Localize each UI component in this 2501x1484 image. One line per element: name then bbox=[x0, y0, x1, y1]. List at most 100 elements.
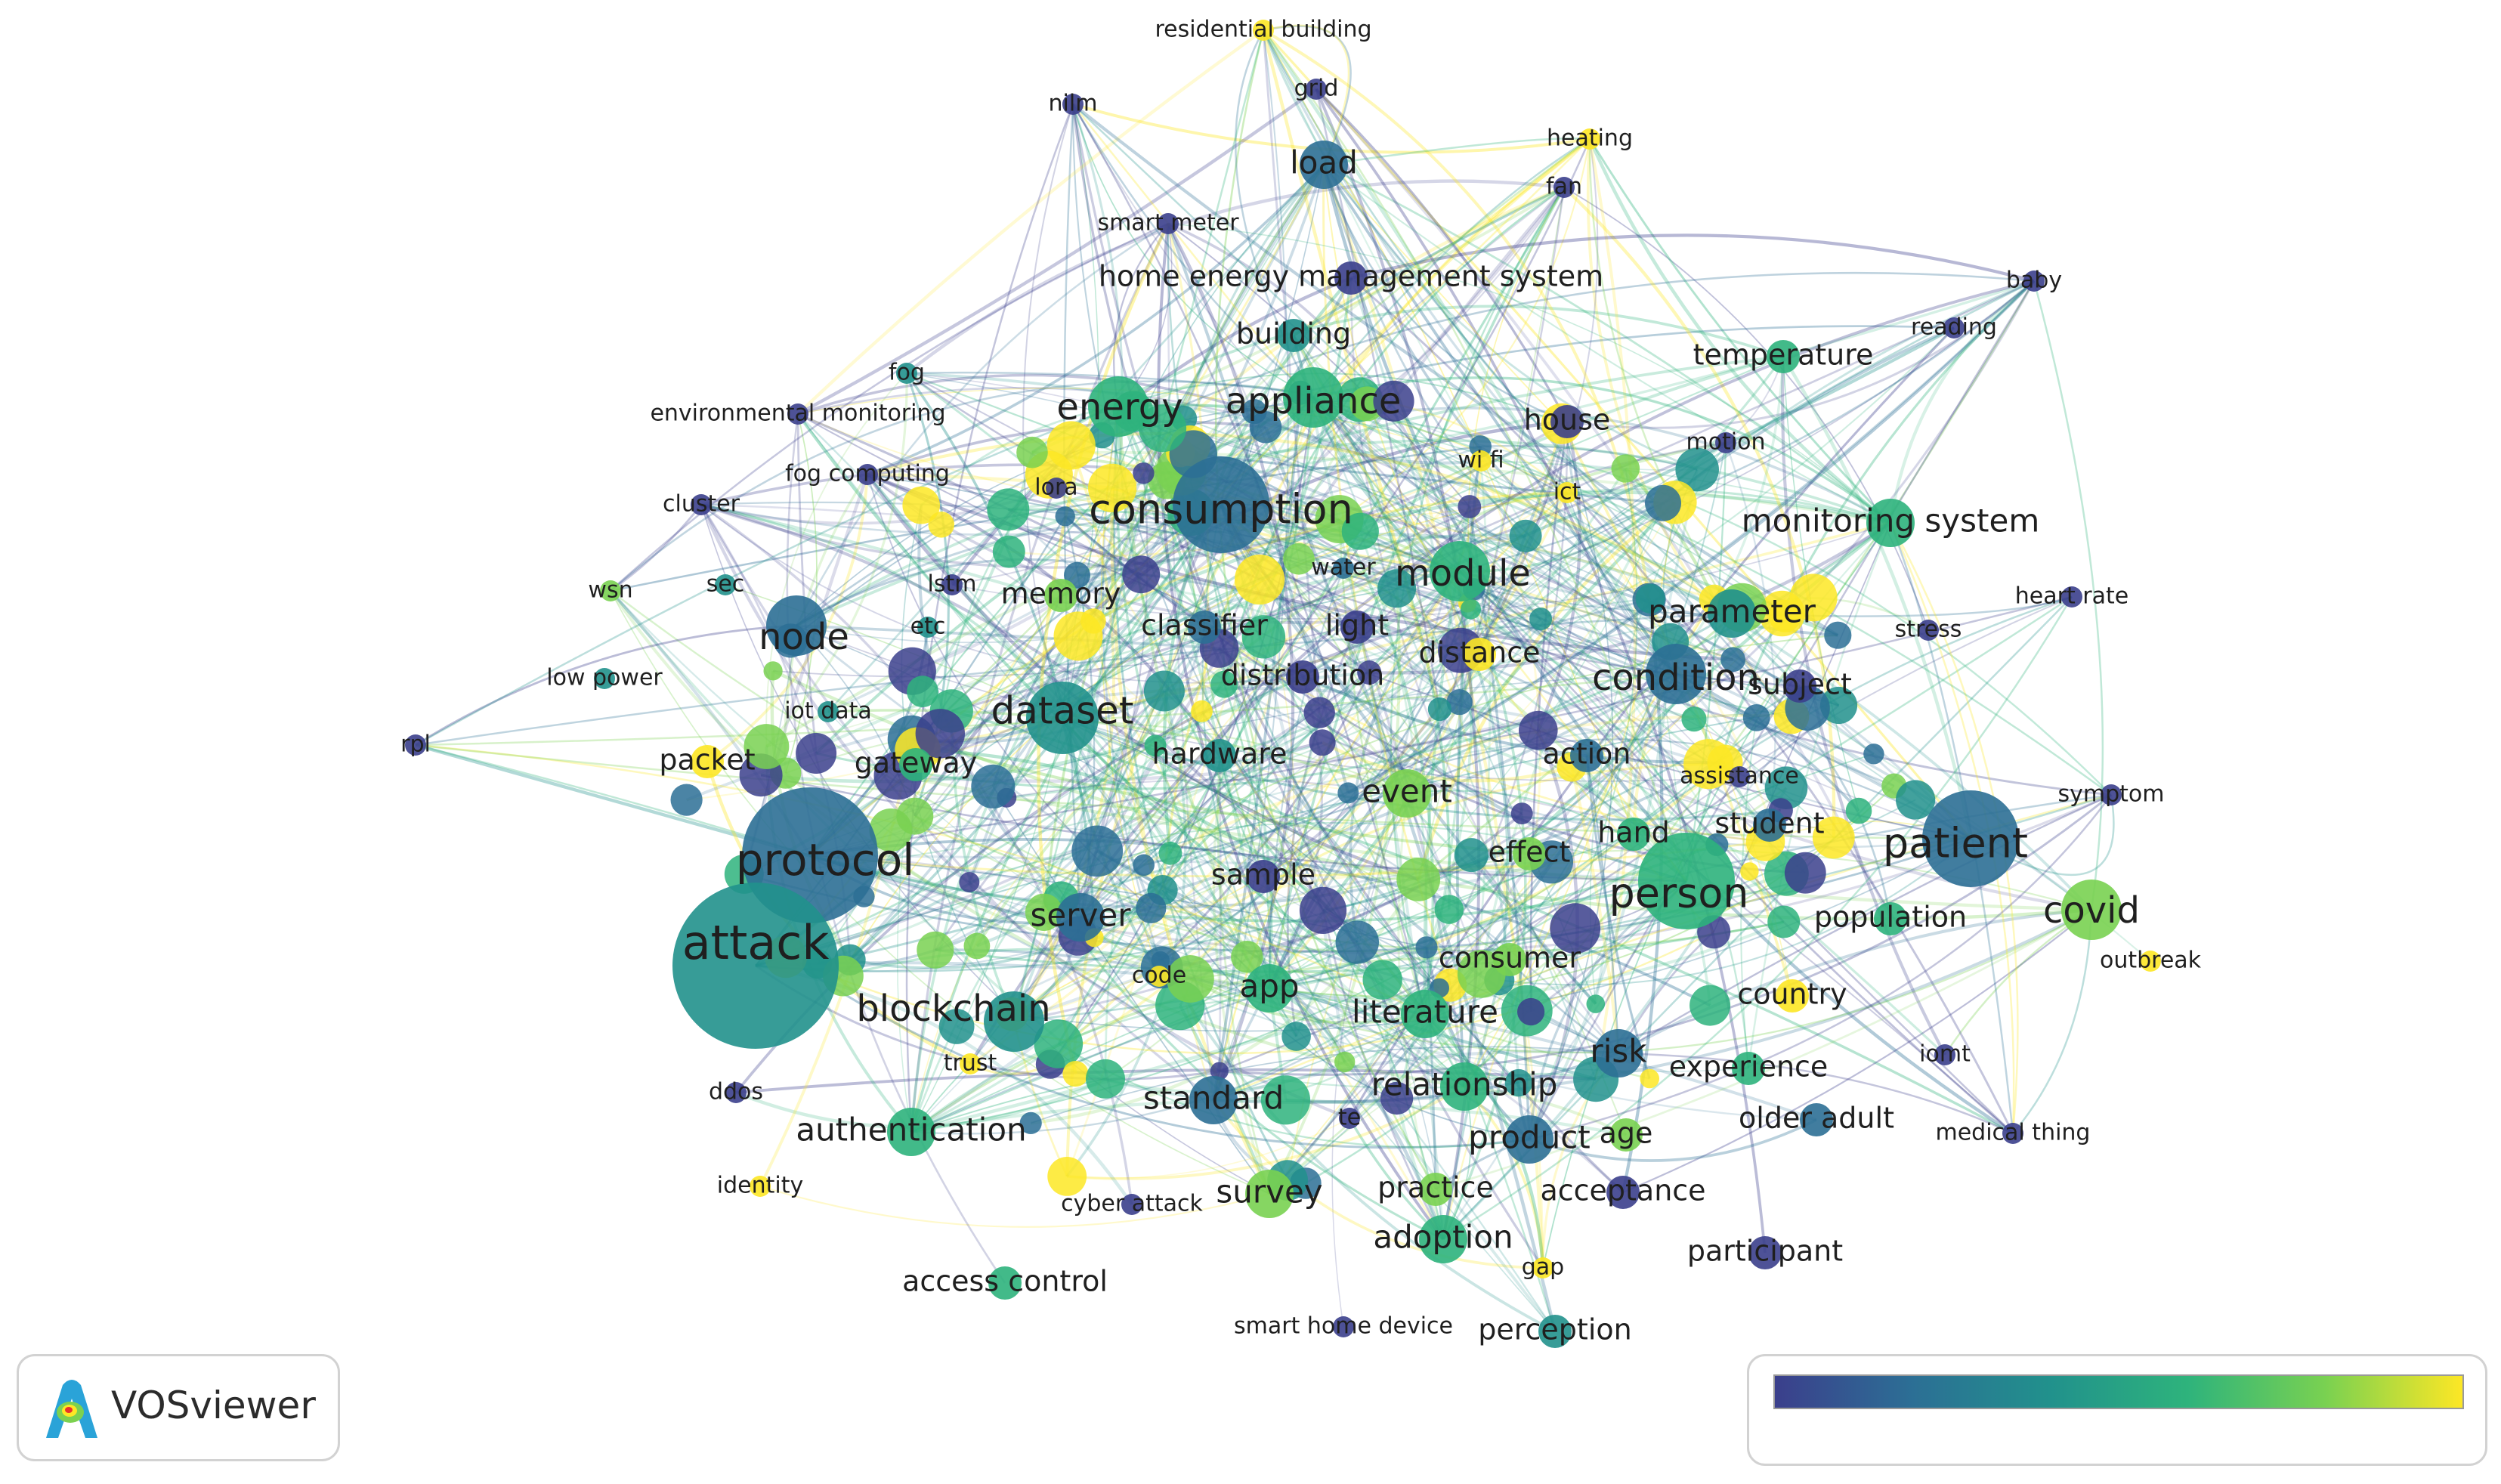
label-te[interactable]: te bbox=[1338, 1105, 1361, 1131]
label-fog[interactable]: fog bbox=[889, 360, 925, 386]
label-fan[interactable]: fan bbox=[1546, 174, 1582, 200]
label-lora[interactable]: lora bbox=[1034, 475, 1077, 501]
label-node[interactable]: node bbox=[759, 616, 849, 658]
label-ddos[interactable]: ddos bbox=[709, 1079, 763, 1105]
label-sec[interactable]: sec bbox=[706, 571, 745, 598]
label-subject[interactable]: subject bbox=[1748, 668, 1852, 701]
label-student[interactable]: student bbox=[1714, 807, 1824, 840]
node-country[interactable] bbox=[1776, 979, 1809, 1013]
node-acceptance[interactable] bbox=[1606, 1176, 1640, 1209]
node-monitoring-system[interactable] bbox=[1866, 499, 1915, 547]
node-age[interactable] bbox=[1609, 1118, 1643, 1152]
label-house[interactable]: house bbox=[1524, 403, 1611, 437]
label-app[interactable]: app bbox=[1239, 968, 1299, 1005]
node-literature[interactable] bbox=[1401, 990, 1449, 1038]
node-smart-meter[interactable] bbox=[1158, 213, 1179, 234]
node-parameter[interactable] bbox=[1708, 589, 1756, 638]
node-home-energy-management-system[interactable] bbox=[1334, 261, 1368, 295]
label-water[interactable]: water bbox=[1311, 555, 1376, 581]
node-consumption[interactable] bbox=[1173, 456, 1269, 553]
node-sample[interactable] bbox=[1247, 860, 1280, 893]
node-wi-fi[interactable] bbox=[1470, 450, 1492, 471]
node-medical-thing[interactable] bbox=[2002, 1123, 2023, 1144]
node-cluster[interactable] bbox=[691, 494, 712, 515]
label-iot-data[interactable]: iot data bbox=[784, 698, 872, 725]
label-classifier[interactable]: classifier bbox=[1141, 609, 1268, 642]
node-packet[interactable] bbox=[691, 745, 724, 778]
label-population[interactable]: population bbox=[1814, 901, 1967, 934]
label-authentication[interactable]: authentication bbox=[796, 1111, 1026, 1149]
label-action[interactable]: action bbox=[1543, 737, 1631, 771]
label-grid[interactable]: grid bbox=[1294, 76, 1339, 102]
label-heart-rate[interactable]: heart rate bbox=[2015, 583, 2128, 610]
node-memory[interactable] bbox=[1044, 579, 1077, 612]
label-smart-meter[interactable]: smart meter bbox=[1097, 210, 1239, 237]
label-lstm[interactable]: lstm bbox=[928, 571, 977, 598]
node-house[interactable] bbox=[1550, 405, 1584, 438]
label-residential-building[interactable]: residential building bbox=[1155, 17, 1371, 43]
label-adoption[interactable]: adoption bbox=[1373, 1219, 1513, 1256]
node-effect[interactable] bbox=[1513, 837, 1546, 870]
label-low-power[interactable]: low power bbox=[546, 665, 663, 691]
node-assistance[interactable] bbox=[1729, 766, 1750, 787]
node-event[interactable] bbox=[1383, 769, 1431, 818]
label-attack[interactable]: attack bbox=[682, 915, 830, 970]
node-baby[interactable] bbox=[2023, 271, 2045, 292]
label-gap[interactable]: gap bbox=[1522, 1254, 1564, 1281]
label-motion[interactable]: motion bbox=[1686, 429, 1765, 456]
label-protocol[interactable]: protocol bbox=[736, 834, 915, 886]
label-cyber-attack[interactable]: cyber attack bbox=[1061, 1191, 1203, 1217]
node-code[interactable] bbox=[1148, 966, 1170, 987]
node-adoption[interactable] bbox=[1419, 1215, 1467, 1263]
node-node[interactable] bbox=[766, 595, 827, 656]
node-module[interactable] bbox=[1430, 541, 1490, 601]
node-lora[interactable] bbox=[1046, 478, 1067, 499]
node-fan[interactable] bbox=[1553, 177, 1575, 198]
label-symptom[interactable]: symptom bbox=[2058, 781, 2165, 808]
node-low-power[interactable] bbox=[594, 668, 615, 689]
label-environmental-monitoring[interactable]: environmental monitoring bbox=[650, 400, 945, 427]
label-building[interactable]: building bbox=[1236, 317, 1351, 351]
label-experience[interactable]: experience bbox=[1669, 1050, 1829, 1084]
label-medical-thing[interactable]: medical thing bbox=[1936, 1120, 2091, 1146]
label-smart-home-device[interactable]: smart home device bbox=[1234, 1313, 1453, 1340]
label-literature[interactable]: literature bbox=[1352, 994, 1498, 1031]
label-rpl[interactable]: rpl bbox=[400, 731, 431, 758]
node-experience[interactable] bbox=[1732, 1052, 1765, 1085]
node-heating[interactable] bbox=[1579, 128, 1600, 150]
label-gateway[interactable]: gateway bbox=[855, 747, 978, 780]
node-trust[interactable] bbox=[960, 1053, 981, 1074]
node-nilm[interactable] bbox=[1062, 94, 1084, 115]
node-student[interactable] bbox=[1753, 808, 1786, 842]
node-risk[interactable] bbox=[1594, 1029, 1643, 1077]
label-heating[interactable]: heating bbox=[1547, 125, 1633, 152]
node-load[interactable] bbox=[1300, 141, 1348, 189]
node-dataset[interactable] bbox=[1026, 682, 1099, 754]
node-population[interactable] bbox=[1874, 902, 1907, 935]
label-event[interactable]: event bbox=[1362, 773, 1452, 810]
label-standard[interactable]: standard bbox=[1143, 1080, 1284, 1117]
node-outbreak[interactable] bbox=[2140, 951, 2161, 972]
label-home-energy-management-system[interactable]: home energy management system bbox=[1099, 260, 1603, 293]
node-cyber-attack[interactable] bbox=[1121, 1194, 1142, 1215]
node-water[interactable] bbox=[1333, 558, 1354, 579]
node-product[interactable] bbox=[1505, 1115, 1553, 1164]
label-product[interactable]: product bbox=[1468, 1119, 1591, 1156]
label-reading[interactable]: reading bbox=[1911, 314, 1997, 341]
node-fog[interactable] bbox=[896, 363, 917, 384]
label-parameter[interactable]: parameter bbox=[1648, 593, 1816, 630]
label-server[interactable]: server bbox=[1031, 897, 1132, 934]
node-ict[interactable] bbox=[1557, 482, 1578, 503]
node-gateway[interactable] bbox=[899, 748, 932, 781]
node-gap[interactable] bbox=[1532, 1257, 1553, 1278]
label-iomt[interactable]: iomt bbox=[1919, 1041, 1971, 1068]
node-patient[interactable] bbox=[1922, 790, 2019, 887]
node-standard[interactable] bbox=[1189, 1076, 1238, 1124]
label-light[interactable]: light bbox=[1325, 609, 1389, 642]
node-identity[interactable] bbox=[750, 1176, 771, 1197]
node-light[interactable] bbox=[1340, 611, 1374, 644]
label-identity[interactable]: identity bbox=[717, 1173, 803, 1199]
node-subject[interactable] bbox=[1783, 669, 1816, 703]
node-wsn[interactable] bbox=[600, 580, 621, 601]
